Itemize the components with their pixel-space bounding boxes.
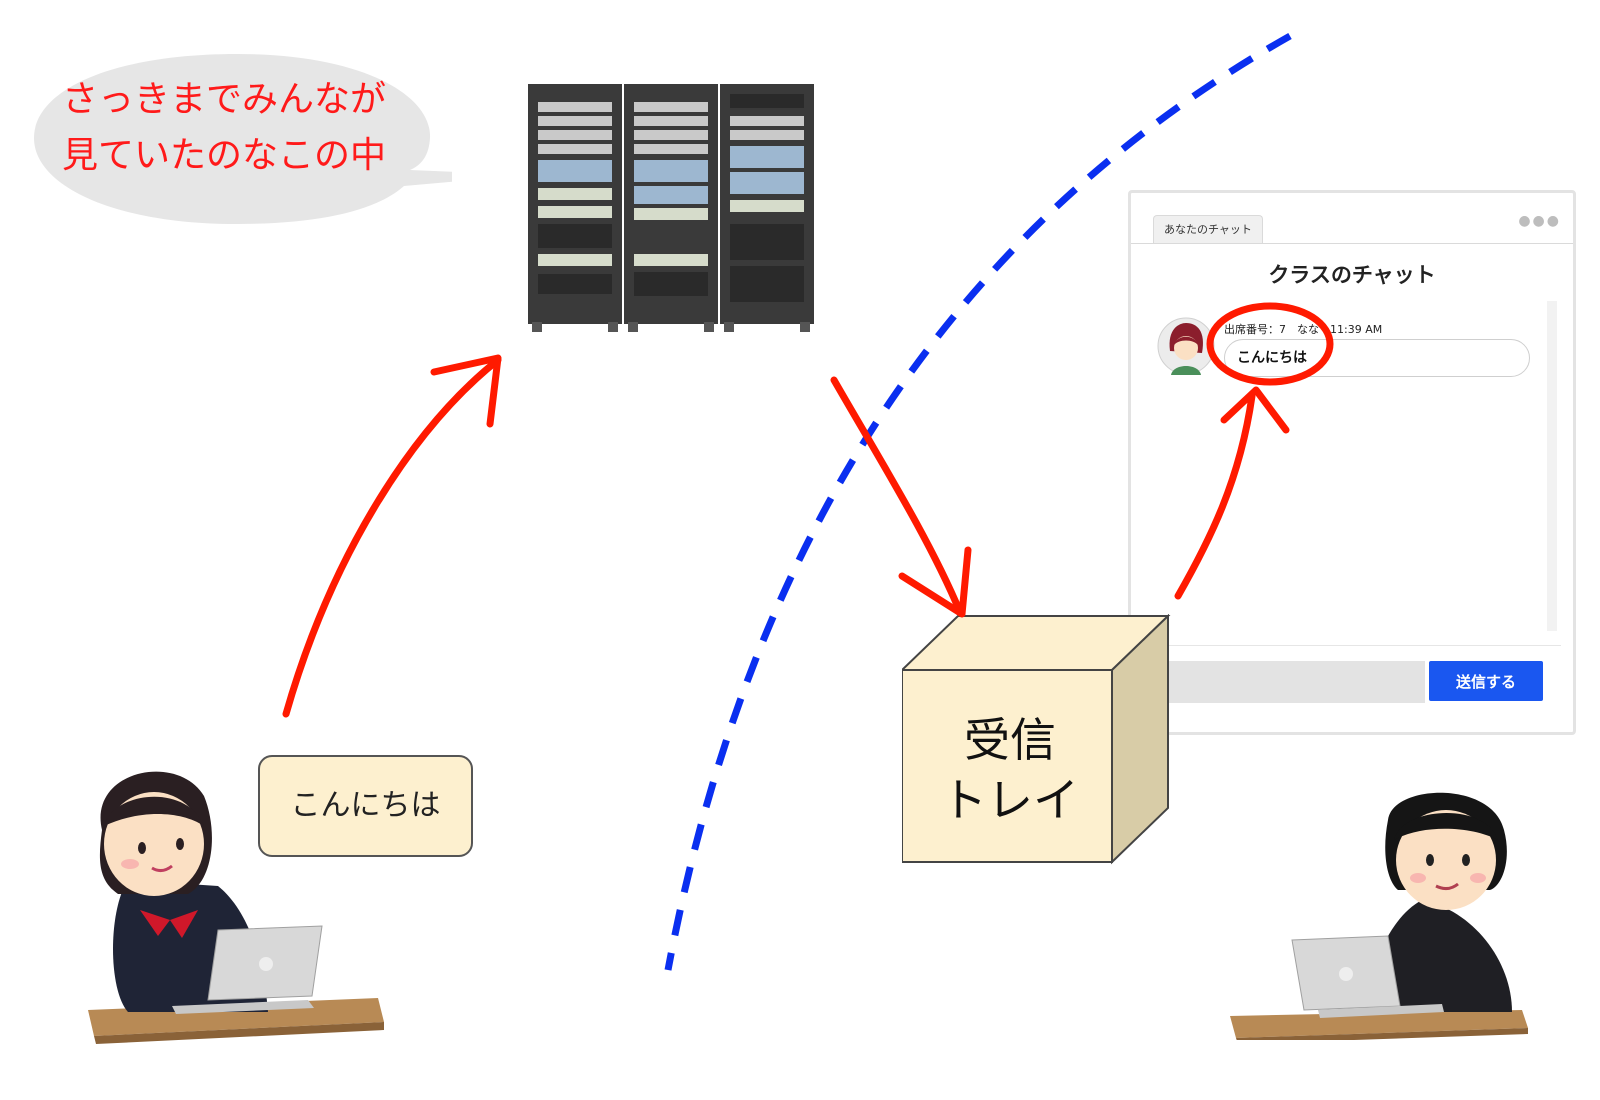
- more-options-icon[interactable]: ●●●: [1518, 213, 1561, 229]
- boundary-line: [664, 32, 1292, 971]
- arrow-to-server-head: [430, 354, 502, 428]
- inbox-box: [902, 614, 1171, 865]
- tab-divider: [1131, 243, 1573, 244]
- girl-student-icon: [88, 771, 384, 1044]
- arrow-to-inbox-head: [898, 546, 972, 618]
- avatar: [1157, 317, 1215, 375]
- tab-your-chat[interactable]: あなたのチャット: [1153, 215, 1263, 244]
- chat-window: あなたのチャット ●●● クラスのチャット 出席番号：7 なな 11:39 AM…: [1128, 190, 1576, 735]
- message-input[interactable]: [1131, 661, 1425, 703]
- inbox-label-line-2: トレイ: [941, 773, 1079, 827]
- speech-bubble: [34, 54, 452, 224]
- scrollbar[interactable]: [1547, 301, 1557, 631]
- input-divider: [1131, 645, 1561, 646]
- message-highlight-circle: [1206, 302, 1334, 386]
- boy-student-icon: [1230, 792, 1528, 1040]
- chat-title: クラスのチャット: [1268, 263, 1436, 287]
- arrow-to-chat: [1174, 392, 1256, 600]
- arrow-to-chat-head: [1220, 386, 1290, 434]
- bubble-line-2: 見ていたのなこの中: [62, 135, 387, 176]
- message-card: こんにちは: [258, 755, 473, 857]
- send-button[interactable]: 送信する: [1429, 661, 1543, 701]
- arrow-to-inbox: [830, 376, 964, 616]
- bubble-line-1: さっきまでみんなが: [62, 79, 387, 120]
- message-meta: 出席番号：7 なな 11:39 AM: [1224, 323, 1383, 336]
- server-rack-icon: [528, 84, 814, 332]
- inbox-label-line-1: 受信: [964, 713, 1056, 767]
- message-bubble: こんにちは: [1224, 339, 1530, 377]
- arrow-to-server: [282, 356, 502, 718]
